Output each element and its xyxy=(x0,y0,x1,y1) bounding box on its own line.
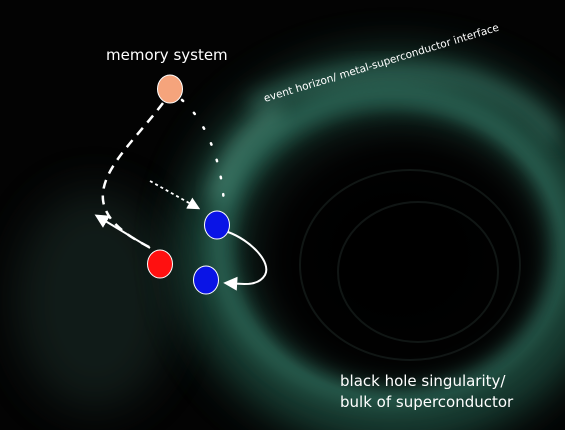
memory-system-node xyxy=(157,74,183,104)
blue-node-upper xyxy=(204,210,230,240)
singularity-label-line2: bulk of superconductor xyxy=(340,393,514,411)
blue-curved-arrow xyxy=(223,231,268,291)
inner-swirls xyxy=(299,169,521,361)
blue-node-lower xyxy=(193,265,219,295)
left-glow xyxy=(15,190,175,410)
singularity-label-line1: black hole singularity/ xyxy=(340,372,506,390)
red-node xyxy=(147,249,173,279)
memory-to-blue-dotted-path xyxy=(180,98,226,207)
memory-system-label: memory system xyxy=(106,46,228,64)
red-outgoing-arrow xyxy=(94,214,151,249)
